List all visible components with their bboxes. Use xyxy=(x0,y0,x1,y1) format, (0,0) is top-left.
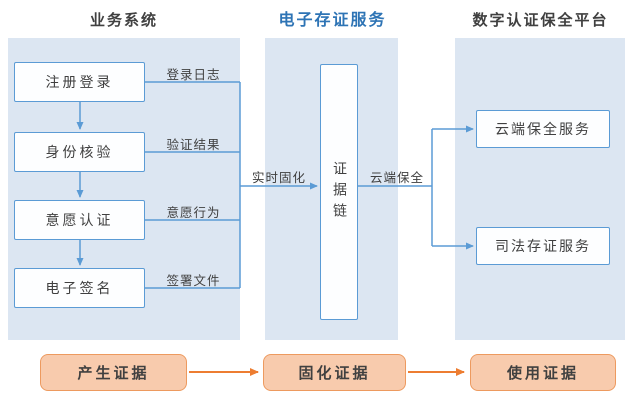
step-register-login: 注册登录 xyxy=(14,62,145,102)
output-label-verify-result: 验证结果 xyxy=(166,137,221,152)
flow-label-cloud-preserve: 云端保全 xyxy=(369,170,424,185)
output-label-signed-file: 签署文件 xyxy=(166,273,221,288)
header-business-system: 业务系统 xyxy=(89,11,158,29)
panel-preservation-platform xyxy=(455,38,625,340)
output-label-login-log: 登录日志 xyxy=(166,67,221,82)
step-intent-auth: 意愿认证 xyxy=(14,200,145,240)
bottom-step-use-evidence: 使用证据 xyxy=(470,354,616,391)
bottom-step-fix-evidence: 固化证据 xyxy=(263,354,406,391)
header-preservation-platform: 数字认证保全平台 xyxy=(472,11,609,29)
service-judicial-evidence: 司法存证服务 xyxy=(476,227,610,265)
evidence-chain-label: 证据链 xyxy=(331,160,347,224)
flow-label-realtime-fixation: 实时固化 xyxy=(251,170,306,185)
bottom-step-generate-evidence: 产生证据 xyxy=(40,354,187,391)
step-electronic-sign: 电子签名 xyxy=(14,268,145,308)
step-identity-check: 身份核验 xyxy=(14,132,145,172)
evidence-chain-box: 证据链 xyxy=(320,64,358,320)
service-cloud-preservation: 云端保全服务 xyxy=(476,110,610,148)
output-label-intent-behavior: 意愿行为 xyxy=(166,205,221,220)
header-evidence-service: 电子存证服务 xyxy=(278,10,387,29)
